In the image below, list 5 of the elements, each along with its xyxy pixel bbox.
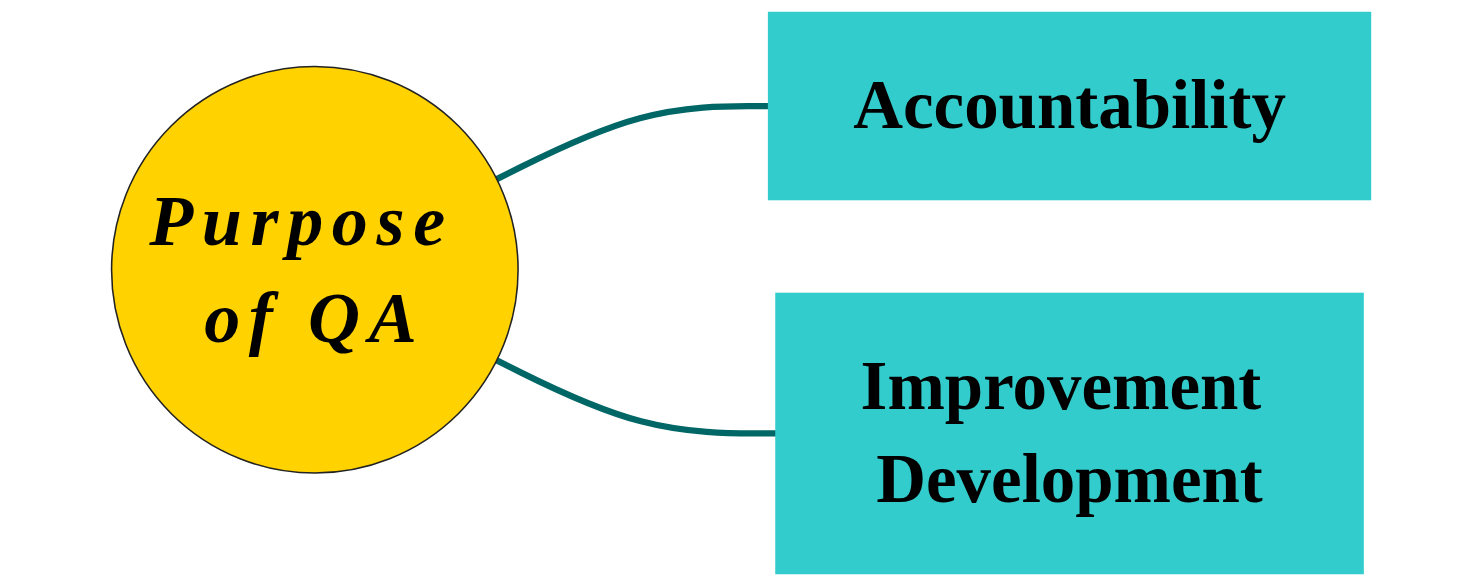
connector xyxy=(495,102,769,182)
node-circle: Purpose of QA xyxy=(110,65,519,474)
node-box: Improvement Development xyxy=(775,292,1364,575)
connector xyxy=(495,357,777,437)
node-box: Accountability xyxy=(767,11,1372,201)
